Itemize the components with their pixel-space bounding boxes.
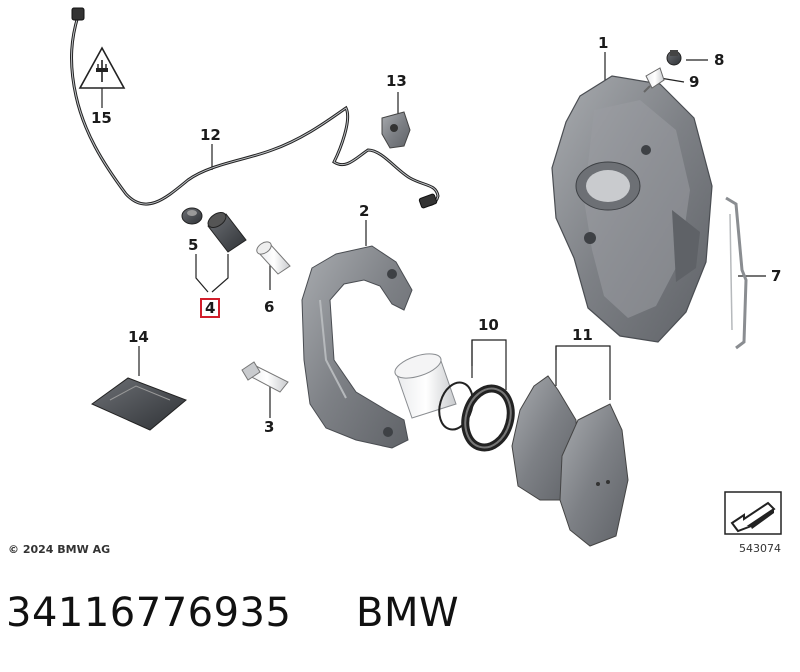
guide-sleeve [207,212,247,253]
callout-3[interactable]: 3 [264,418,275,436]
dust-boot [461,384,515,452]
callout-1[interactable]: 1 [598,34,609,52]
diagram-navigation-icon[interactable] [724,491,782,535]
pad-spring-clip [725,196,748,350]
callout-9[interactable]: 9 [689,73,700,91]
brand-name: BMW [356,590,460,636]
callout-15[interactable]: 15 [91,109,112,127]
hexagon-bolt [241,361,289,393]
callout-7[interactable]: 7 [771,267,782,285]
repair-kit-pouch [91,377,187,431]
callout-13[interactable]: 13 [386,72,407,90]
brake-caliper-housing [551,75,713,343]
diagram-number: 543074 [739,542,781,555]
callout-11[interactable]: 11 [572,326,593,344]
protective-cap [181,207,203,225]
brake-piston [394,353,457,419]
caliper-carrier [301,245,413,449]
brake-pad-outer [559,403,629,547]
guide-pin [256,241,291,275]
wear-sensor-cable [70,7,440,209]
callout-4[interactable]: 4 [200,298,221,318]
bleed-valve-cap [643,67,665,93]
copyright-notice: © 2024 BMW AG [8,543,111,556]
callout-10[interactable]: 10 [478,316,499,334]
callout-8[interactable]: 8 [714,51,725,69]
callout-6[interactable]: 6 [264,298,275,316]
callout-14[interactable]: 14 [128,328,149,346]
sensor-mounting-bracket [381,111,411,149]
callout-5[interactable]: 5 [188,236,199,254]
callout-12[interactable]: 12 [200,126,221,144]
part-number: 34116776935 [6,590,292,636]
callout-2[interactable]: 2 [359,202,370,220]
parts-diagram [70,7,766,547]
bleed-screw [666,50,682,66]
plug-warning-icon [78,46,126,89]
